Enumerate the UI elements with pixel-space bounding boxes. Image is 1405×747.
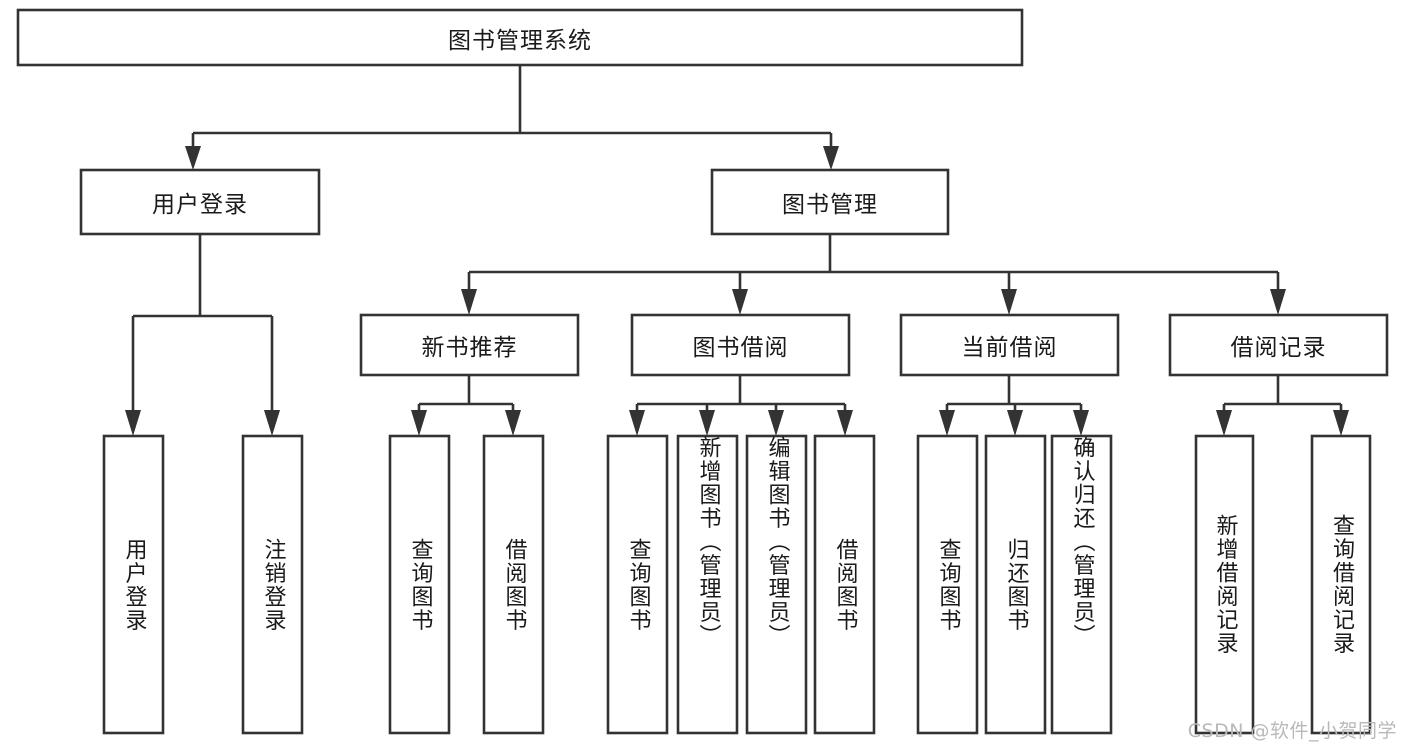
node-box-leaf-borrow-book-1[interactable] xyxy=(482,434,545,735)
node-box-leaf-query-book-1[interactable] xyxy=(388,434,451,735)
node-box-root[interactable] xyxy=(16,8,1024,67)
arrow-head-leaf-edit-book xyxy=(768,410,784,436)
node-box-leaf-query-book-3[interactable] xyxy=(916,434,979,735)
arrow-head-leaf-borrow-book-1 xyxy=(505,410,521,436)
node-box-leaf-edit-book[interactable] xyxy=(745,434,808,735)
node-box-book-borrow[interactable] xyxy=(630,313,851,377)
node-box-user-login[interactable] xyxy=(79,168,321,236)
node-box-new-book-recommend[interactable] xyxy=(359,313,580,377)
csdn-watermark: CSDN @软件_小贺同学 xyxy=(1187,720,1397,742)
arrow-head-user-login xyxy=(185,146,201,170)
node-box-leaf-query-book-2[interactable] xyxy=(606,434,669,735)
node-box-leaf-user-login[interactable] xyxy=(102,434,165,735)
arrow-head-leaf-return-book xyxy=(1007,410,1023,436)
arrow-head-leaf-add-record xyxy=(1216,410,1232,436)
arrow-head-book-borrow xyxy=(732,289,748,315)
arrow-head-leaf-query-book-1 xyxy=(411,410,427,436)
node-box-group xyxy=(16,8,1389,735)
node-box-current-borrow[interactable] xyxy=(899,313,1120,377)
arrow-head-leaf-user-login xyxy=(125,410,141,436)
arrow-head-leaf-query-book-2 xyxy=(629,410,645,436)
node-box-book-management[interactable] xyxy=(710,168,950,236)
arrow-head-leaf-confirm-return xyxy=(1073,410,1089,436)
arrow-head-leaf-borrow-book-2 xyxy=(837,410,853,436)
arrow-head-new-book-recommend xyxy=(461,289,477,315)
connector-group xyxy=(125,65,1349,436)
arrow-head-current-borrow xyxy=(1001,289,1017,315)
node-box-leaf-logout[interactable] xyxy=(241,434,304,735)
node-box-borrow-record[interactable] xyxy=(1168,313,1389,377)
node-box-leaf-add-record[interactable] xyxy=(1194,434,1255,735)
arrow-head-leaf-query-book-3 xyxy=(939,410,955,436)
node-box-leaf-add-book[interactable] xyxy=(676,434,739,735)
node-box-leaf-query-record[interactable] xyxy=(1310,434,1372,735)
node-box-leaf-borrow-book-2[interactable] xyxy=(813,434,876,735)
arrow-head-book-management xyxy=(823,146,839,170)
arrow-head-leaf-query-record xyxy=(1333,410,1349,436)
node-box-leaf-return-book[interactable] xyxy=(984,434,1047,735)
arrow-head-leaf-add-book xyxy=(699,410,715,436)
arrow-head-leaf-logout xyxy=(264,410,280,436)
node-box-leaf-confirm-return[interactable] xyxy=(1050,434,1113,735)
arrow-head-borrow-record xyxy=(1270,289,1286,315)
